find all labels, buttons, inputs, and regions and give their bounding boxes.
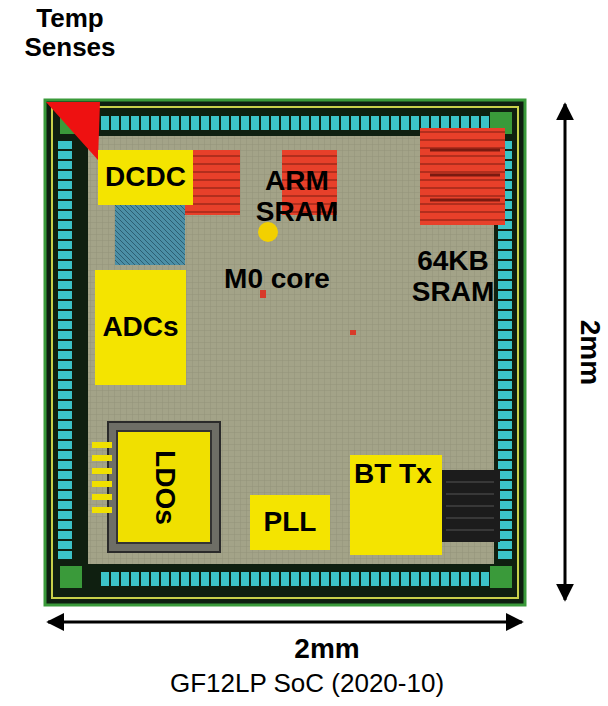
block-label: M0 core — [224, 264, 330, 295]
block-name: BT Tx — [354, 459, 432, 490]
bt-tx-block: BT Tx — [350, 455, 442, 555]
block-name: PLL — [264, 507, 317, 538]
block-name: DCDC — [105, 162, 186, 193]
block-label: 64KB SRAM — [392, 246, 514, 308]
pll-block: PLL — [250, 495, 330, 550]
block-name: ADCs — [102, 312, 178, 343]
dcdc-block: DCDC — [98, 150, 193, 205]
figure-caption: GF12LP SoC (2020-10) — [170, 669, 444, 698]
block-label: ARM SRAM — [238, 166, 356, 228]
block-name: LDOs — [149, 450, 180, 525]
adc-block: ADCs — [95, 270, 186, 385]
dimension-label: 2mm — [294, 634, 359, 665]
ldo-block: LDOs — [116, 430, 212, 544]
dimension-label: 2mm — [575, 319, 606, 384]
sensor-label: Temp Senses — [0, 4, 140, 61]
